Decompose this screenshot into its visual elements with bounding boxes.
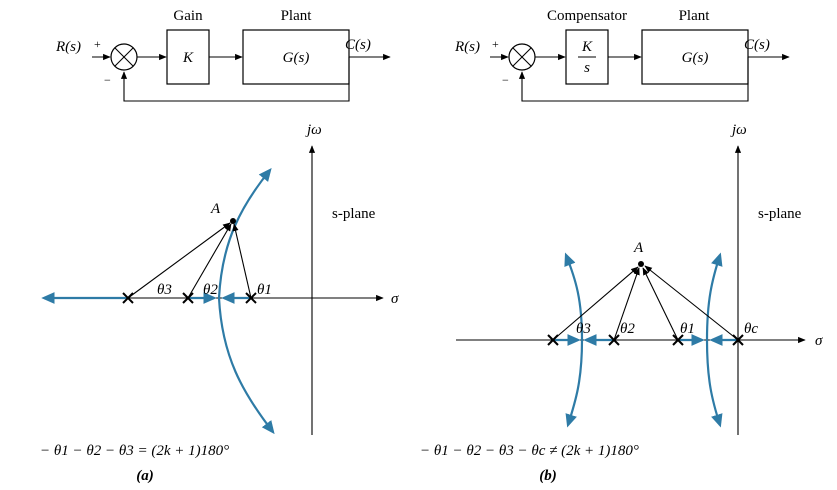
compensator-numerator: K (581, 39, 593, 55)
locus-branch-lower-left-b (565, 339, 584, 428)
point-A-label-b: A (633, 240, 644, 256)
theta3-label-b: θ3 (576, 321, 591, 337)
theta2-label-a: θ2 (203, 282, 218, 298)
sigma-label-b: σ (815, 333, 823, 349)
vector-pole3-to-A-b (552, 266, 639, 341)
point-A-marker-a (230, 218, 236, 224)
point-A-marker-b (638, 261, 644, 267)
point-A-label-a: A (210, 201, 221, 217)
caption-b: (b) (539, 468, 557, 484)
sum-minus-a: − (104, 73, 111, 87)
plant-block-b (641, 29, 749, 85)
sigma-label-a: σ (391, 291, 399, 307)
gain-block (166, 29, 210, 85)
vector-polec-to-A-b (644, 265, 739, 341)
output-label-b: C(s) (744, 37, 770, 53)
sum-plus-b: + (492, 37, 499, 51)
s-plane-b: jω σ s-plane A θ3 θ2 θ1 θc (456, 122, 823, 435)
locus-branch-upper-right-b (705, 252, 723, 341)
plant-title-a: Plant (281, 8, 313, 24)
theta1-label-a: θ1 (257, 282, 272, 298)
gain-title: Gain (173, 8, 203, 24)
output-label-a: C(s) (345, 37, 371, 53)
s-plane-label-a: s-plane (332, 206, 376, 222)
compensator-denominator: s (584, 60, 590, 76)
block-diagram-a: R(s) + − Gain K Plant G(s) C(s) (55, 8, 391, 102)
input-label-b: R(s) (454, 39, 480, 55)
theta3-label-a: θ3 (157, 282, 172, 298)
pole-3-a (122, 292, 134, 304)
locus-branch-upper-left-b (564, 252, 584, 341)
gain-value: K (182, 50, 194, 66)
sum-plus-a: + (94, 37, 101, 51)
locus-branch-upper-a (217, 167, 272, 299)
block-diagram-b: R(s) + − Compensator K s Plant G(s) C(s) (454, 8, 790, 102)
plant-value-a: G(s) (283, 50, 310, 66)
thetac-label-b: θc (744, 321, 758, 337)
plant-block-a (242, 29, 350, 85)
summing-junction-b (508, 43, 536, 71)
plant-value-b: G(s) (682, 50, 709, 66)
vector-pole1-to-A (232, 223, 252, 299)
theta2-label-b: θ2 (620, 321, 635, 337)
compensator-title: Compensator (547, 8, 627, 24)
vector-pole1-to-A-b (642, 267, 679, 341)
locus-branch-lower-right-b (705, 339, 723, 428)
locus-branch-lower-a (217, 297, 275, 435)
plant-title-b: Plant (679, 8, 711, 24)
caption-a: (a) (136, 468, 154, 484)
vector-pole2-to-A (187, 223, 232, 299)
angle-equation-a: − θ1 − θ2 − θ3 = (2k + 1)180° (40, 443, 229, 459)
s-plane-a: jω σ s-plane A θ3 θ2 θ1 (41, 122, 399, 435)
jw-label-b: jω (730, 122, 747, 138)
s-plane-label-b: s-plane (758, 206, 802, 222)
theta1-label-b: θ1 (680, 321, 695, 337)
feedback-path-b (518, 57, 749, 102)
input-label-a: R(s) (55, 39, 81, 55)
vector-pole3-to-A (127, 222, 231, 299)
vector-pole2-to-A-b (613, 267, 640, 341)
summing-junction-a (110, 43, 138, 71)
angle-equation-b: − θ1 − θ2 − θ3 − θc ≠ (2k + 1)180° (420, 443, 639, 459)
feedback-path-a (120, 57, 350, 102)
sum-minus-b: − (502, 73, 509, 87)
jw-label-a: jω (305, 122, 322, 138)
